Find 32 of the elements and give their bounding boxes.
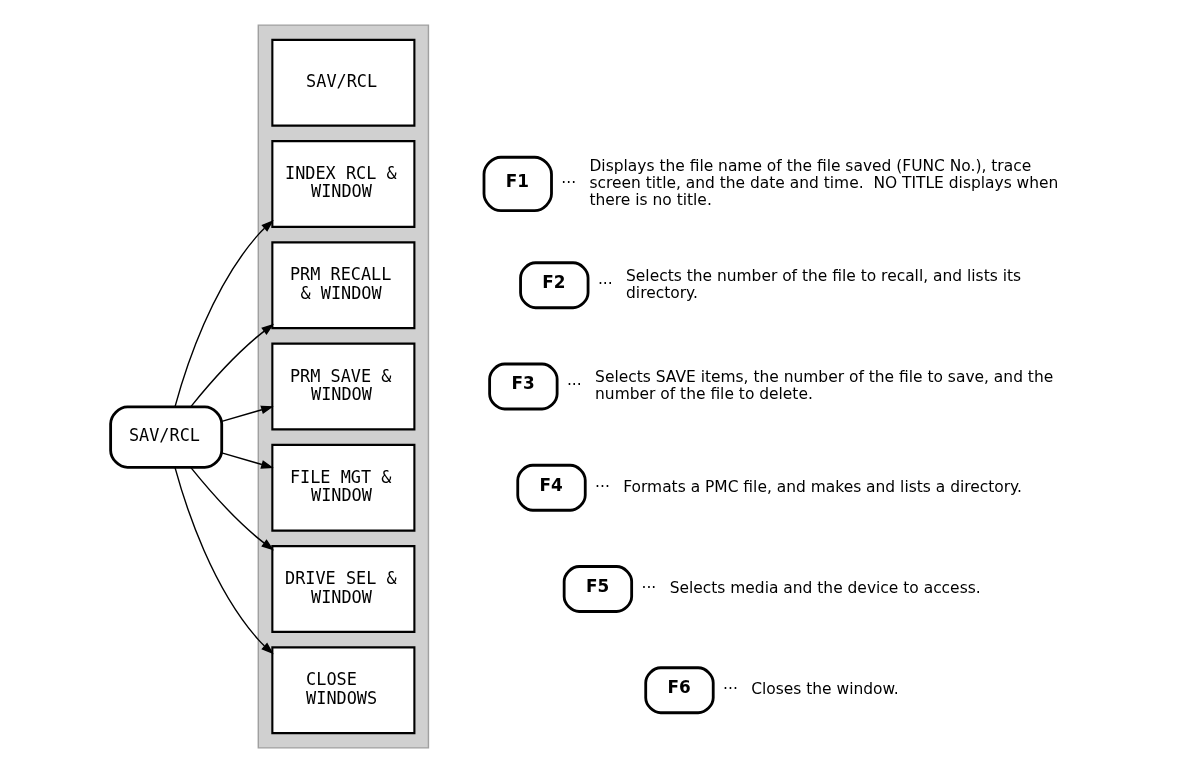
- node-box: SAV/RCL: [271, 38, 416, 127]
- node-box: FILE MGT & WINDOW: [271, 443, 416, 532]
- node-label: ···: [561, 173, 577, 192]
- node-box: PRM SAVE & WINDOW: [271, 342, 416, 431]
- arrow: [174, 466, 274, 655]
- node-label: ···: [723, 680, 738, 699]
- node-label: ···: [641, 578, 657, 597]
- node-label: Formats a PMC file, and makes and lists a directory.: [623, 477, 1022, 496]
- node-box: PRM RECALL & WINDOW: [271, 241, 416, 330]
- arrow: [190, 466, 275, 551]
- node-label: Displays the file name of the file saved (FUNC No.), trace screen title, and the date and time. NO TITLE displays when there is no title.: [589, 157, 1059, 209]
- node-box: F3: [488, 362, 559, 411]
- node-box: INDEX RCL & WINDOW: [271, 140, 416, 228]
- node-box: CLOSE WINDOWS: [271, 646, 416, 735]
- arrow: [190, 323, 275, 408]
- node-box: F4: [516, 463, 587, 512]
- node-label: Closes the window.: [751, 680, 899, 699]
- node-label: Selects the number of the file to recall, and lists its directory.: [626, 266, 1022, 302]
- node-label: Selects SAVE items, the number of the file to save, and the number of the file to delete.: [595, 368, 1054, 403]
- node-label: ···: [595, 477, 610, 496]
- node-label: ···: [566, 376, 582, 395]
- node-label: ···: [597, 275, 613, 294]
- node-box: F6: [644, 666, 715, 715]
- arrow: [174, 220, 274, 408]
- arrow: [221, 405, 274, 423]
- node-label: Selects media and the device to access.: [669, 578, 981, 597]
- node-box: F1: [482, 155, 553, 213]
- arrow: [221, 452, 274, 469]
- node-box: F5: [562, 565, 634, 613]
- node-box: F2: [519, 261, 590, 310]
- node-box: SAV/RCL: [109, 405, 224, 469]
- node-box: DRIVE SEL & WINDOW: [271, 545, 416, 633]
